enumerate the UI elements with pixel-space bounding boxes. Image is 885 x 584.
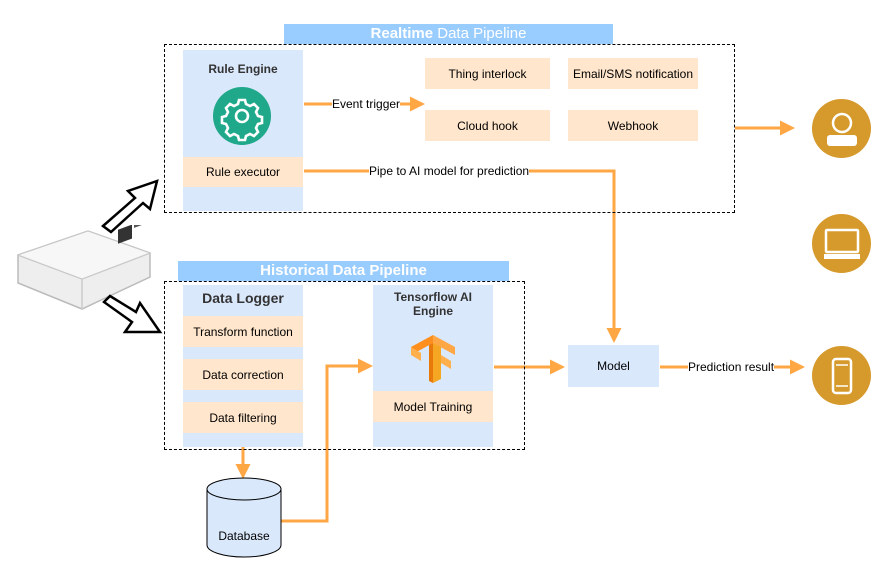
smartphone-icon	[812, 346, 871, 405]
transform-function-box: Transform function	[183, 316, 303, 347]
data-correction-box: Data correction	[183, 359, 303, 390]
cloud-hook-box: Cloud hook	[425, 110, 550, 141]
database-cylinder	[205, 477, 283, 564]
tensorflow-icon	[407, 333, 459, 390]
event-trigger-label: Event trigger	[332, 97, 401, 111]
model-box: Model	[568, 345, 659, 387]
email-sms-box: Email/SMS notification	[568, 58, 698, 89]
tensorflow-engine-panel: Tensorflow AI Engine Model Training	[373, 285, 493, 447]
realtime-banner-rest: Data Pipeline	[433, 25, 527, 42]
sensor-device-icon	[10, 214, 155, 325]
historical-pipeline-frame	[164, 281, 525, 450]
outline-arrow-icon	[95, 176, 165, 241]
pipe-to-ai-label: Pipe to AI model for prediction	[369, 164, 530, 178]
realtime-banner-bold: Realtime	[370, 25, 434, 42]
monitor-icon	[812, 214, 871, 273]
arrow-database-to-tensorflow	[281, 358, 373, 523]
outline-arrow-icon	[100, 292, 165, 347]
data-logger-title: Data Logger	[202, 290, 284, 306]
database-label: Database	[218, 529, 270, 543]
gear-icon	[212, 86, 272, 151]
tensorflow-engine-title: Tensorflow AI Engine	[394, 290, 472, 318]
thing-interlock-box: Thing interlock	[425, 58, 550, 89]
prediction-result-label: Prediction result	[688, 360, 775, 374]
realtime-banner: Realtime Data Pipeline	[284, 24, 613, 44]
rule-engine-panel: Rule Engine Rule executor	[183, 50, 303, 211]
webhook-box: Webhook	[568, 110, 698, 141]
realtime-pipeline-frame	[164, 44, 735, 213]
rule-executor-box: Rule executor	[183, 157, 303, 187]
model-training-box: Model Training	[373, 391, 493, 422]
data-filtering-box: Data filtering	[183, 402, 303, 433]
data-logger-panel: Data Logger Transform function Data corr…	[183, 285, 303, 447]
rule-engine-title: Rule Engine	[208, 62, 278, 76]
historical-banner: Historical Data Pipeline	[178, 261, 509, 281]
user-icon	[812, 99, 871, 158]
